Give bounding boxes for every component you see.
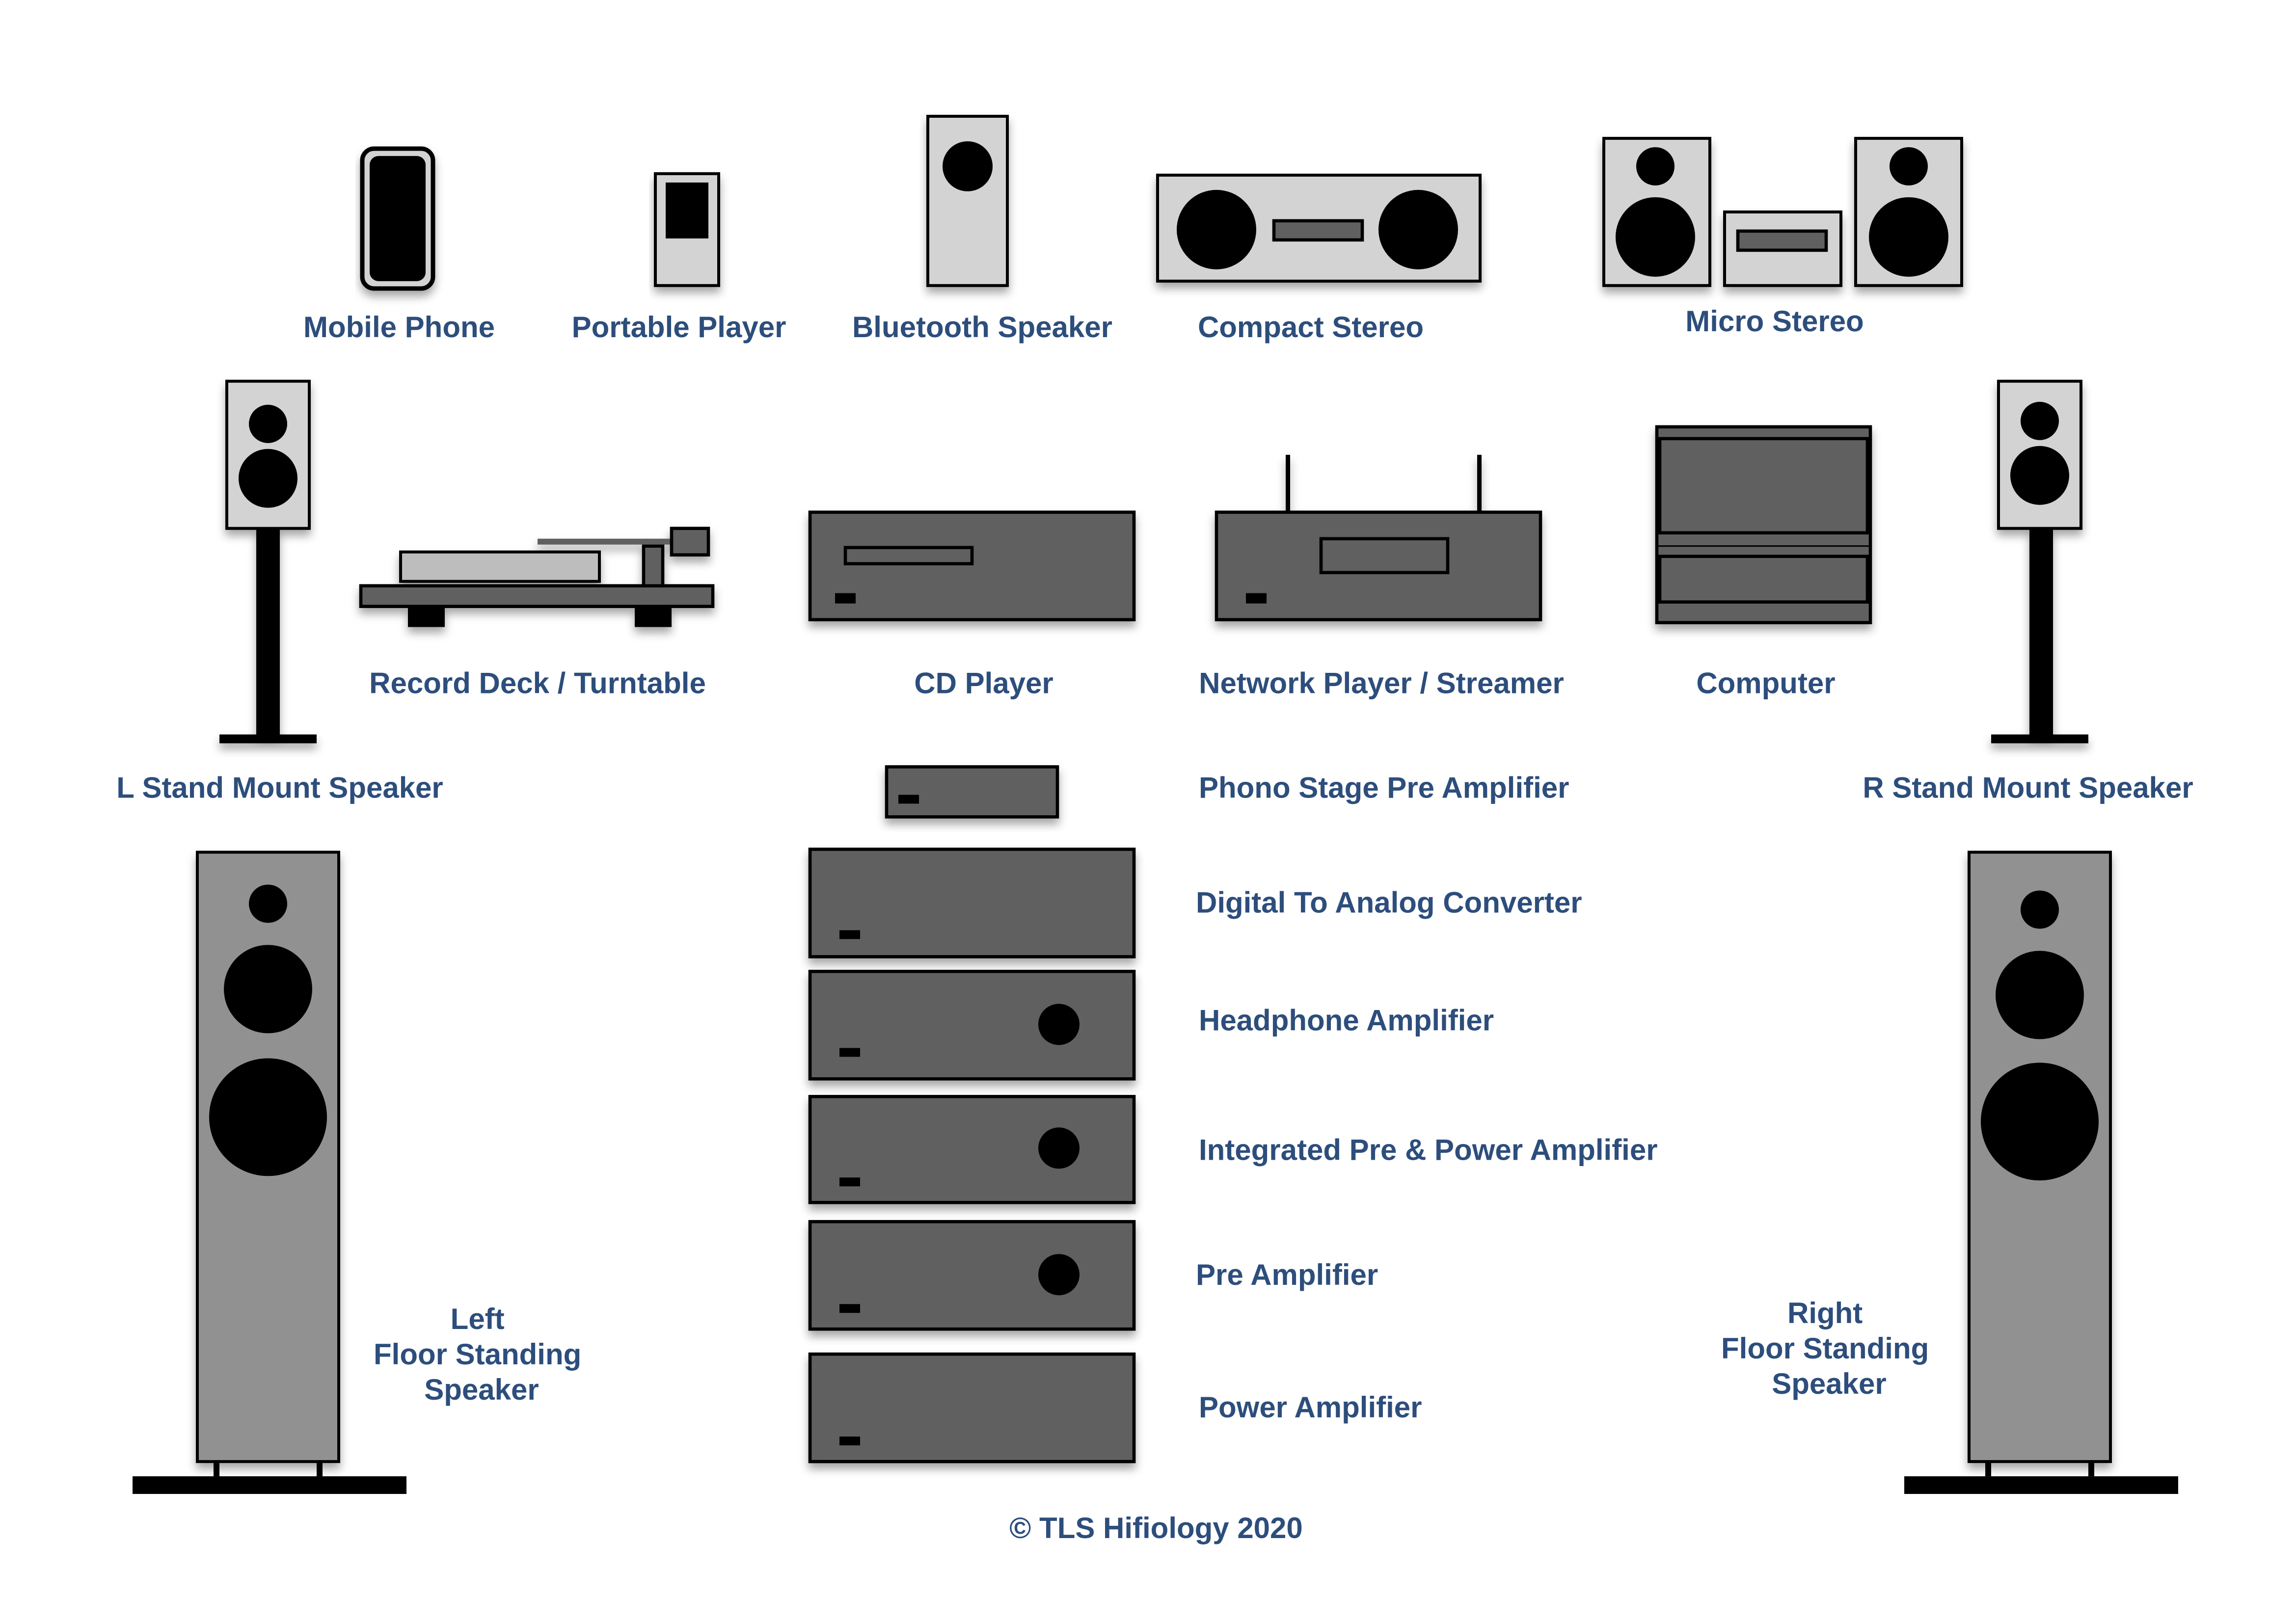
pre-amplifier-label: Pre Amplifier	[1196, 1258, 1378, 1291]
right-stand-mount-speaker-icon	[1991, 379, 2088, 744]
pre-amplifier-icon	[808, 1220, 1136, 1331]
power-amplifier-label: Power Amplifier	[1199, 1391, 1422, 1424]
left-floor-label-line: Left	[451, 1303, 505, 1335]
left-stand-mount-speaker-icon	[219, 379, 317, 744]
left-floor-label-line: Speaker	[424, 1373, 539, 1406]
left-floor-speaker-label: Left Floor Standing Speaker	[374, 1303, 590, 1406]
right-floor-label-line: Right	[1787, 1297, 1863, 1330]
bluetooth-speaker-icon	[926, 114, 1009, 287]
right-floor-label-line: Floor Standing	[1721, 1332, 1929, 1365]
bluetooth-speaker-label: Bluetooth Speaker	[852, 311, 1112, 344]
dac-label: Digital To Analog Converter	[1196, 886, 1582, 919]
dac-icon	[808, 848, 1136, 958]
cd-player-icon	[808, 510, 1136, 621]
integrated-amplifier-icon	[808, 1095, 1136, 1204]
phono-stage-icon	[885, 765, 1059, 819]
left-floor-label-line: Floor Standing	[374, 1338, 581, 1371]
mobile-phone-label: Mobile Phone	[303, 311, 495, 344]
compact-stereo-icon	[1156, 173, 1482, 283]
record-deck-icon	[359, 527, 715, 627]
headphone-amplifier-label: Headphone Amplifier	[1199, 1004, 1494, 1037]
network-player-icon	[1215, 454, 1542, 621]
micro-stereo-label: Micro Stereo	[1685, 305, 1864, 338]
computer-label: Computer	[1696, 667, 1835, 700]
right-floor-speaker-label: Right Floor Standing Speaker	[1721, 1297, 1937, 1400]
record-deck-label: Record Deck / Turntable	[369, 667, 706, 700]
portable-player-icon	[654, 172, 720, 287]
mobile-phone-icon	[360, 146, 435, 291]
network-player-label: Network Player / Streamer	[1199, 667, 1564, 700]
integrated-amplifier-label: Integrated Pre & Power Amplifier	[1199, 1133, 1658, 1166]
power-amplifier-icon	[808, 1352, 1136, 1463]
right-floor-speaker-icon	[1904, 851, 2178, 1494]
left-stand-mount-speaker-label: L Stand Mount Speaker	[116, 771, 443, 804]
headphone-amplifier-icon	[808, 970, 1136, 1081]
phono-stage-label: Phono Stage Pre Amplifier	[1199, 771, 1569, 804]
computer-icon	[1655, 425, 1872, 624]
portable-player-label: Portable Player	[572, 311, 786, 344]
compact-stereo-label: Compact Stereo	[1198, 311, 1424, 344]
micro-stereo-icon	[1602, 136, 1963, 287]
cd-player-label: CD Player	[914, 667, 1053, 700]
right-stand-mount-speaker-label: R Stand Mount Speaker	[1863, 771, 2193, 804]
right-floor-label-line: Speaker	[1772, 1367, 1886, 1400]
left-floor-speaker-icon	[133, 851, 406, 1494]
copyright-footer: © TLS Hifiology 2020	[1009, 1512, 1303, 1544]
